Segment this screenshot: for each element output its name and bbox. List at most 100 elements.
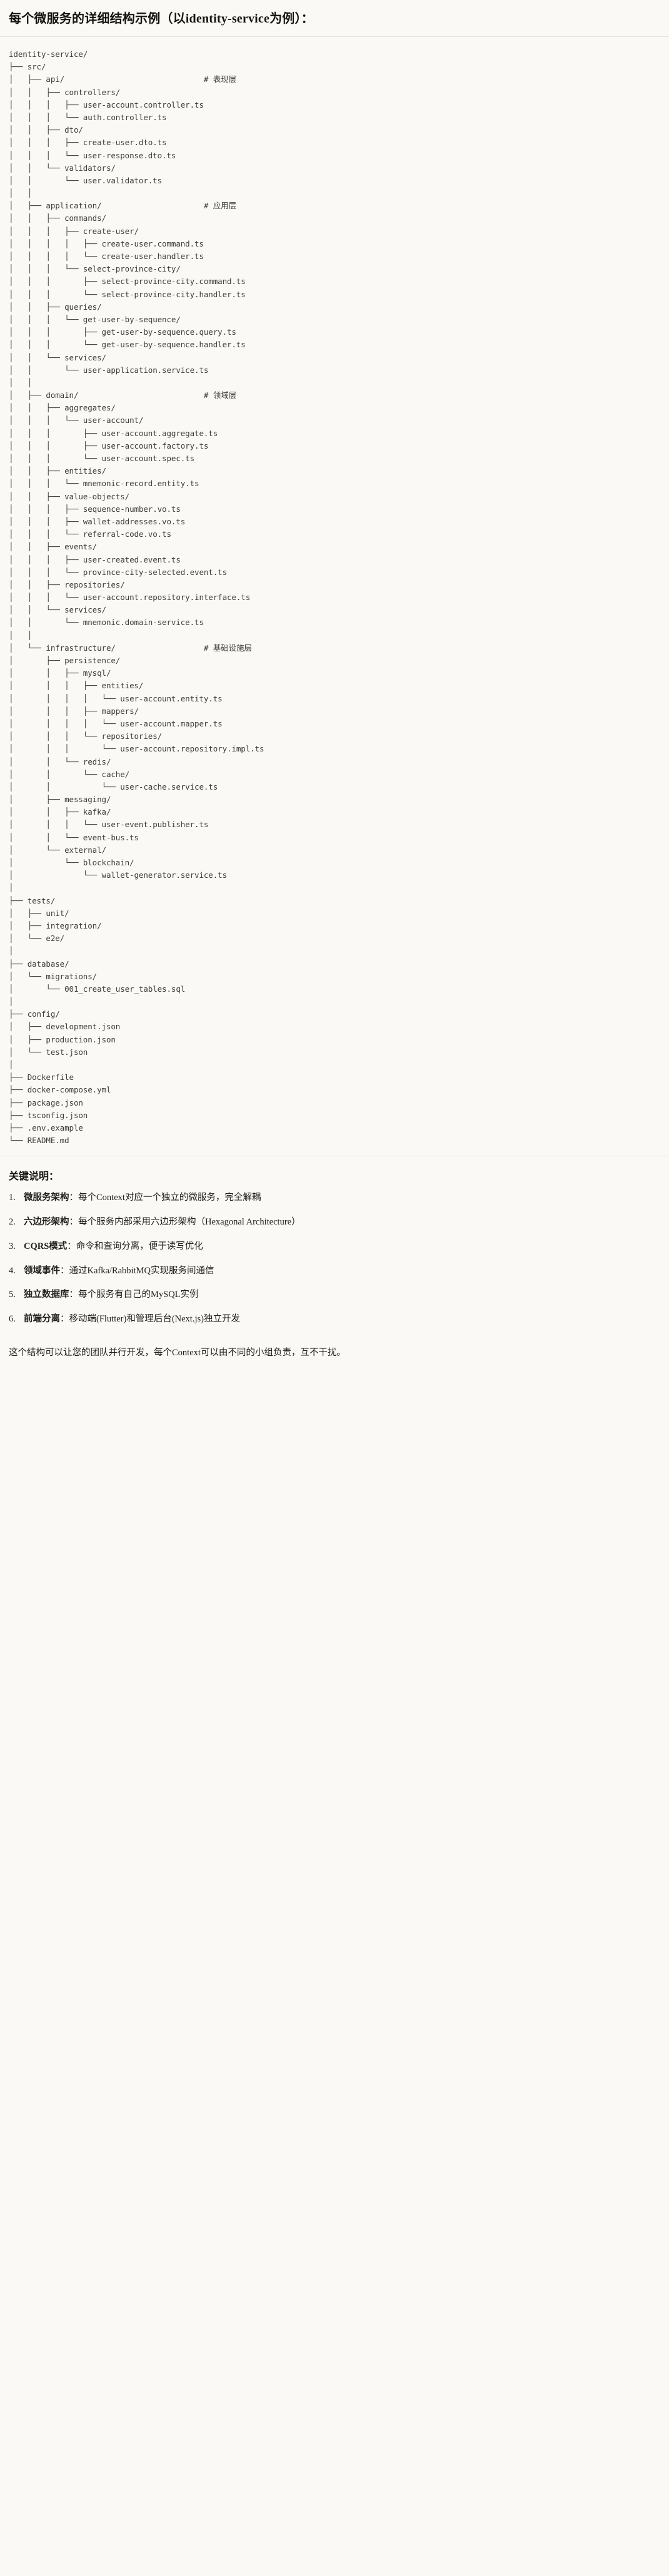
tree-line: │ │ bbox=[9, 188, 33, 198]
key-note-item: 微服务架构：每个Context对应一个独立的微服务，完全解耦 bbox=[9, 1191, 660, 1205]
tree-line: │ │ ├── mysql/ bbox=[9, 668, 111, 678]
tree-line: │ │ │ └── select-province-city/ bbox=[9, 264, 181, 274]
tree-line: │ │ ├── controllers/ bbox=[9, 87, 121, 97]
tree-line: │ │ │ └── repositories/ bbox=[9, 731, 163, 741]
tree-line: │ │ ├── commands/ bbox=[9, 213, 106, 223]
tree-line: │ │ │ ├── get-user-by-sequence.query.ts bbox=[9, 327, 236, 337]
tree-line: │ │ ├── queries/ bbox=[9, 302, 102, 312]
tree-line: │ │ │ ├── select-province-city.command.t… bbox=[9, 277, 246, 287]
tree-line: │ │ ├── events/ bbox=[9, 542, 98, 552]
tree-line: │ │ ├── kafka/ bbox=[9, 807, 111, 817]
key-note-item: 独立数据库：每个服务有自己的MySQL实例 bbox=[9, 1288, 660, 1302]
tree-line: │ │ │ └── user-event.publisher.ts bbox=[9, 820, 209, 830]
tree-line: │ │ ├── repositories/ bbox=[9, 579, 125, 589]
title-divider bbox=[0, 36, 669, 37]
tree-line: │ bbox=[9, 997, 14, 1007]
tree-line: │ └── blockchain/ bbox=[9, 858, 134, 867]
tree-line: │ │ │ └── user-account.repository.interf… bbox=[9, 593, 251, 603]
tree-line-path: │ ├── domain/ bbox=[9, 390, 204, 400]
tree-line: │ │ └── user.validator.ts bbox=[9, 175, 163, 185]
tree-line: │ │ │ └── user-account.repository.impl.t… bbox=[9, 744, 264, 754]
tree-line: │ │ │ └── mnemonic-record.entity.ts bbox=[9, 479, 199, 489]
tree-line: │ │ │ ├── user-account.factory.ts bbox=[9, 440, 209, 451]
closing-paragraph: 这个结构可以让您的团队并行开发，每个Context可以由不同的小组负责，互不干扰… bbox=[9, 1347, 346, 1358]
tree-line: │ │ ├── aggregates/ bbox=[9, 403, 116, 413]
tree-line: │ │ ├── dto/ bbox=[9, 125, 83, 135]
key-note-lead: 微服务架构 bbox=[24, 1193, 69, 1203]
tree-line: ├── Dockerfile bbox=[9, 1072, 74, 1082]
tree-line-comment: # 应用层 bbox=[203, 201, 236, 211]
key-note-body: ：命令和查询分离，便于读写优化 bbox=[67, 1241, 203, 1251]
tree-line: │ └── test.json bbox=[9, 1047, 88, 1057]
tree-line: │ bbox=[9, 946, 14, 956]
tree-line: │ │ │ └── user-account/ bbox=[9, 415, 144, 425]
tree-line: │ │ │ ├── create-user/ bbox=[9, 226, 139, 236]
tree-line: │ │ └── user-application.service.ts bbox=[9, 365, 209, 375]
tree-line-path: │ └── infrastructure/ bbox=[9, 643, 204, 653]
key-notes-title: 关键说明： bbox=[9, 1171, 59, 1183]
tree-line: │ │ │ ├── mappers/ bbox=[9, 706, 139, 716]
tree-line: │ │ │ └── get-user-by-sequence/ bbox=[9, 314, 181, 324]
key-note-item: 前端分离：移动端(Flutter)和管理后台(Next.js)独立开发 bbox=[9, 1313, 660, 1326]
tree-line: │ │ │ └── select-province-city.handler.t… bbox=[9, 289, 246, 299]
tree-line: │ ├── integration/ bbox=[9, 920, 102, 930]
key-note-item: 领域事件：通过Kafka/RabbitMQ实现服务间通信 bbox=[9, 1265, 660, 1278]
tree-line: │ │ └── cache/ bbox=[9, 769, 130, 779]
tree-line: │ └── wallet-generator.service.ts bbox=[9, 870, 228, 880]
tree-line: ├── tests/ bbox=[9, 895, 56, 905]
key-note-item: CQRS模式：命令和查询分离，便于读写优化 bbox=[9, 1240, 660, 1254]
tree-line: │ bbox=[9, 1060, 14, 1069]
key-note-lead: 前端分离 bbox=[24, 1314, 60, 1325]
directory-tree-block: identity-service/ ├── src/│ ├── api/ # 表现… bbox=[0, 37, 669, 1156]
key-note-body: ：通过Kafka/RabbitMQ实现服务间通信 bbox=[60, 1265, 214, 1276]
tree-line: ├── src/ bbox=[9, 62, 46, 72]
tree-line-path: │ ├── application/ bbox=[9, 201, 204, 211]
key-note-lead: 独立数据库 bbox=[24, 1290, 69, 1300]
tree-line: │ │ └── validators/ bbox=[9, 163, 116, 173]
tree-line: │ │ │ └── get-user-by-sequence.handler.t… bbox=[9, 340, 246, 350]
tree-line: │ │ │ └── province-city-selected.event.t… bbox=[9, 567, 228, 577]
tree-line: │ │ │ │ └── create-user.handler.ts bbox=[9, 252, 204, 261]
tree-line: │ ├── api/ # 表现层 bbox=[9, 73, 660, 86]
tree-line: │ └── 001_create_user_tables.sql bbox=[9, 984, 186, 994]
key-notes-list: 微服务架构：每个Context对应一个独立的微服务，完全解耦六边形架构：每个服务… bbox=[9, 1191, 660, 1326]
tree-line: │ ├── application/ # 应用层 bbox=[9, 200, 660, 212]
tree-line: │ ├── domain/ # 领域层 bbox=[9, 389, 660, 402]
tree-line: │ │ │ │ └── user-account.entity.ts bbox=[9, 693, 223, 703]
tree-line: │ ├── development.json bbox=[9, 1022, 121, 1032]
tree-line: │ │ │ └── user-response.dto.ts bbox=[9, 150, 176, 160]
tree-line: ├── tsconfig.json bbox=[9, 1110, 88, 1120]
tree-line: │ │ │ ├── user-created.event.ts bbox=[9, 554, 181, 564]
tree-line: │ │ ├── value-objects/ bbox=[9, 491, 130, 501]
key-note-body: ：每个服务有自己的MySQL实例 bbox=[69, 1290, 199, 1300]
tree-line: ├── config/ bbox=[9, 1009, 60, 1019]
key-notes-section: 关键说明： 微服务架构：每个Context对应一个独立的微服务，完全解耦六边形架… bbox=[0, 1156, 669, 1343]
key-note-body: ：每个Context对应一个独立的微服务，完全解耦 bbox=[69, 1193, 261, 1203]
tree-line: │ ├── production.json bbox=[9, 1034, 116, 1044]
tree-line-path: │ ├── api/ bbox=[9, 74, 204, 84]
tree-line: │ └── migrations/ bbox=[9, 971, 98, 981]
tree-line: │ │ │ │ └── user-account.mapper.ts bbox=[9, 718, 223, 728]
document-page: 每个微服务的详细结构示例（以identity-service为例）： ident… bbox=[0, 0, 669, 1372]
tree-line: │ bbox=[9, 883, 14, 893]
directory-tree: identity-service/ ├── src/│ ├── api/ # 表现… bbox=[9, 48, 660, 1147]
key-note-body: ：每个服务内部采用六边形架构（Hexagonal Architecture） bbox=[69, 1217, 301, 1228]
tree-line: │ │ │ ├── create-user.dto.ts bbox=[9, 138, 167, 148]
tree-line: │ │ │ └── user-account.spec.ts bbox=[9, 454, 195, 463]
tree-line: │ └── infrastructure/ # 基础设施层 bbox=[9, 642, 660, 654]
tree-line: │ ├── messaging/ bbox=[9, 795, 111, 805]
tree-line: │ │ └── services/ bbox=[9, 352, 106, 362]
key-note-item: 六边形架构：每个服务内部采用六边形架构（Hexagonal Architectu… bbox=[9, 1216, 660, 1229]
key-note-lead: 六边形架构 bbox=[24, 1217, 69, 1228]
tree-line: │ │ └── redis/ bbox=[9, 756, 111, 766]
tree-line: │ │ └── mnemonic.domain-service.ts bbox=[9, 618, 204, 628]
tree-line: │ │ │ │ ├── create-user.command.ts bbox=[9, 238, 204, 248]
tree-line: identity-service/ bbox=[9, 49, 88, 59]
key-note-body: ：移动端(Flutter)和管理后台(Next.js)独立开发 bbox=[60, 1314, 240, 1325]
tree-line: │ │ │ ├── user-account.aggregate.ts bbox=[9, 428, 218, 438]
tree-line: ├── package.json bbox=[9, 1097, 83, 1107]
tree-line: │ └── external/ bbox=[9, 845, 106, 855]
tree-line-comment: # 领域层 bbox=[203, 390, 236, 400]
tree-line: │ │ └── event-bus.ts bbox=[9, 832, 139, 842]
tree-line: │ │ │ ├── sequence-number.vo.ts bbox=[9, 504, 181, 514]
